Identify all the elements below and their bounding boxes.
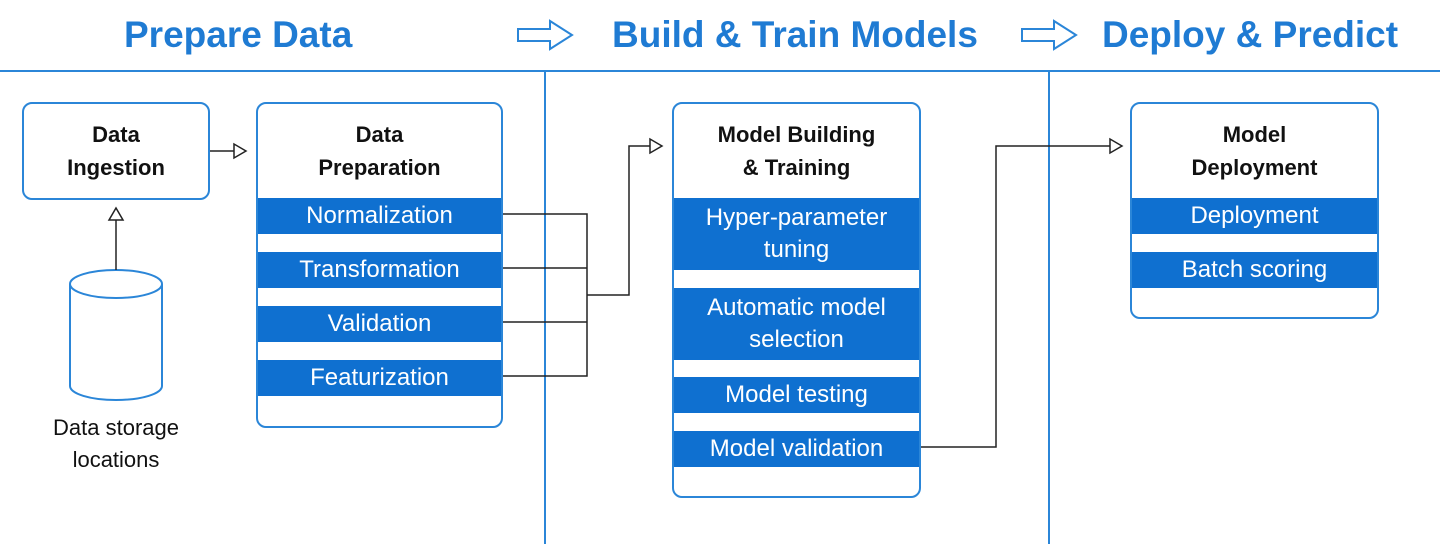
build-to-deploy-line <box>921 145 1110 448</box>
stage-arrow-icon <box>517 19 574 51</box>
model-building-title: Model Building & Training <box>717 122 876 180</box>
column-divider <box>544 70 546 544</box>
stage-title-deploy: Deploy & Predict <box>1102 14 1399 55</box>
column-divider <box>1048 70 1050 544</box>
arrowhead-right-icon <box>649 137 664 155</box>
build-step-hyperparameter: Hyper-parameter tuning <box>674 198 919 270</box>
prep-step-validation: Validation <box>258 306 501 342</box>
deploy-step-deployment: Deployment <box>1132 198 1377 234</box>
stage-title-build: Build & Train Models <box>612 14 978 55</box>
deploy-step-batch-scoring: Batch scoring <box>1132 252 1377 288</box>
build-step-model-testing: Model testing <box>674 377 919 413</box>
header-divider <box>0 70 1440 72</box>
data-preparation-box: Data Preparation Normalization Transform… <box>256 102 503 428</box>
arrowhead-up-icon <box>107 206 125 221</box>
arrowhead-right-icon <box>233 142 248 160</box>
build-step-model-validation: Model validation <box>674 431 919 467</box>
stage-title-prepare: Prepare Data <box>124 14 353 55</box>
model-deployment-title: Model Deployment <box>1191 122 1318 180</box>
model-building-box: Model Building & Training Hyper-paramete… <box>672 102 921 498</box>
database-icon <box>69 269 163 401</box>
stage-arrow-icon <box>1021 19 1078 51</box>
prep-step-featurization: Featurization <box>258 360 501 396</box>
data-preparation-title: Data Preparation <box>318 122 441 180</box>
prep-step-transformation: Transformation <box>258 252 501 288</box>
build-step-model-selection: Automatic model selection <box>674 288 919 360</box>
prep-merge-line <box>503 213 588 377</box>
prep-to-build-line <box>587 145 650 296</box>
model-deployment-box: Model Deployment Deployment Batch scorin… <box>1130 102 1379 319</box>
data-ingestion-box: Data Ingestion <box>22 102 210 200</box>
arrowhead-right-icon <box>1109 137 1124 155</box>
data-ingestion-title: Data Ingestion <box>67 122 165 180</box>
data-storage-label: Data storage locations <box>53 415 179 472</box>
prep-step-normalization: Normalization <box>258 198 501 234</box>
